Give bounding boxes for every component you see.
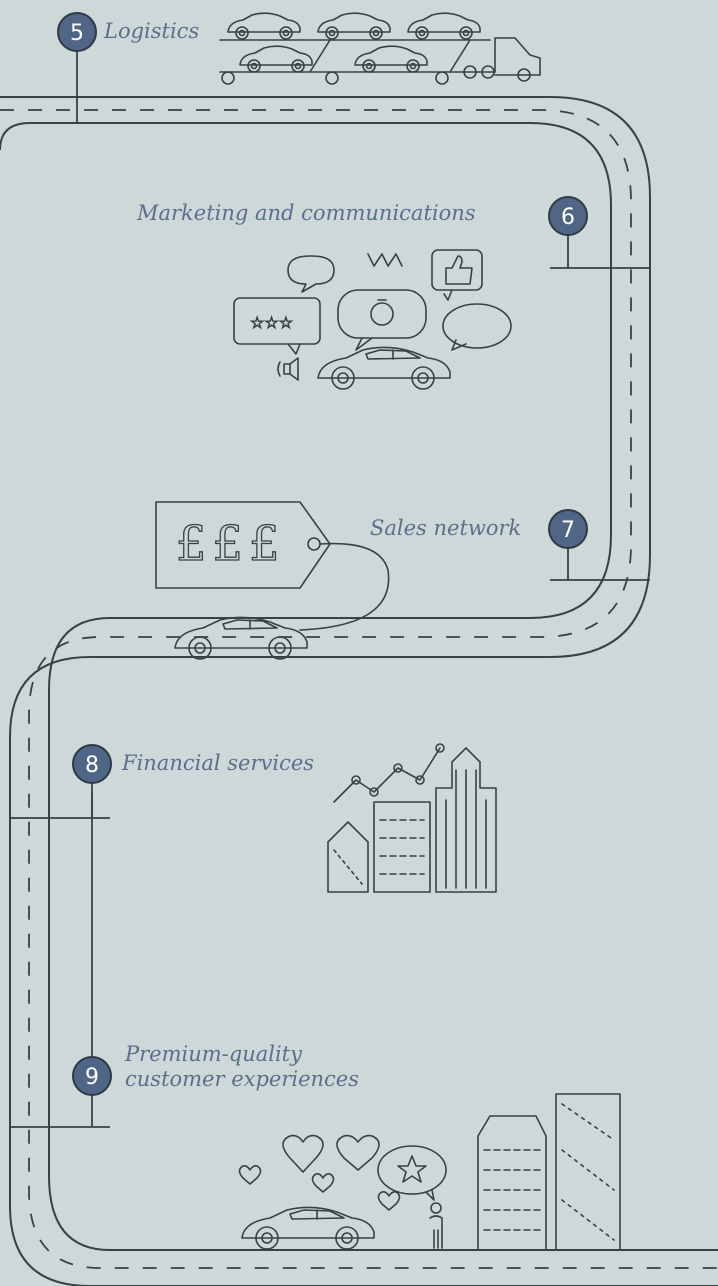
price-tag-text: £££ <box>175 515 286 572</box>
star-bubble-icon <box>377 1145 447 1201</box>
price-tag-icon <box>155 501 390 631</box>
step-5-badge: 5 <box>57 12 97 52</box>
thumbs-up-icon <box>431 249 483 301</box>
step-9-label: Premium-quality customer experiences <box>125 1042 360 1091</box>
step-7-label: Sales network <box>370 516 522 540</box>
large-speech-bubble-icon <box>442 303 512 351</box>
sports-car-icon <box>241 1206 375 1250</box>
step-7-badge: 7 <box>548 509 588 549</box>
step-6-label: Marketing and communications <box>137 201 476 225</box>
car-transporter-icon <box>219 12 541 85</box>
sports-car-icon <box>174 616 308 660</box>
sports-car-icon <box>317 346 451 390</box>
city-buildings-icon <box>327 747 497 893</box>
road-inner-edge <box>0 122 718 1251</box>
step-6-badge: 6 <box>548 196 588 236</box>
step-6-pin <box>550 232 650 269</box>
rating-stars-icon: ☆☆☆ <box>233 297 321 355</box>
step-8-pin <box>10 783 110 819</box>
rising-chart-icon <box>333 743 445 803</box>
stopwatch-icon <box>337 289 427 351</box>
speaker-icon <box>277 357 299 381</box>
step-9-badge: 9 <box>72 1056 112 1096</box>
step-8-label: Financial services <box>122 751 315 775</box>
speech-bubble-icon <box>287 255 335 293</box>
city-buildings-icon <box>477 1093 621 1251</box>
road-outer-edge <box>0 96 718 1286</box>
road-center-line <box>0 109 718 1269</box>
wave-icon <box>367 253 403 267</box>
step-5-label: Logistics <box>104 19 200 43</box>
person-icon <box>429 1202 443 1249</box>
svg-text:☆☆☆: ☆☆☆ <box>250 313 293 332</box>
step-7-pin <box>550 545 650 581</box>
heart-icon <box>238 1134 401 1211</box>
step-8-badge: 8 <box>72 744 112 784</box>
